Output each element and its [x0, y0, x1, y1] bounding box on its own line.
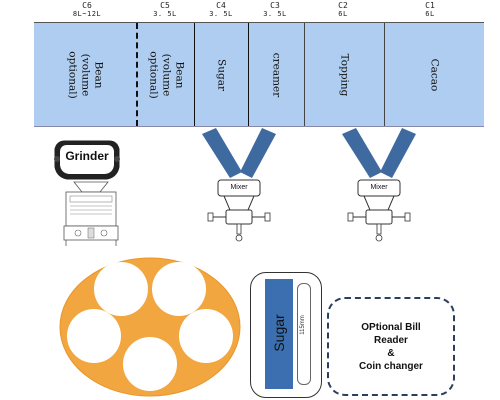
divider: [304, 23, 305, 126]
cup-slot: [179, 309, 233, 363]
payment-line3: &: [387, 348, 395, 359]
header-capacity: 8L~12L: [72, 10, 102, 18]
sugar-dispenser: Sugar 115mm: [250, 272, 322, 398]
hopper-c1-cacao: Cacao: [384, 23, 484, 126]
header-capacity: 6L: [425, 10, 435, 18]
payment-device-label: OPtional Bill Reader & Coin changer: [329, 321, 453, 373]
hopper-c2-topping: Topping: [304, 23, 384, 126]
hopper-c4-sugar: Sugar: [194, 23, 248, 126]
divider: [384, 23, 385, 126]
header-c1: C1 6L: [390, 2, 470, 19]
header-c3: C3 3. 5L: [248, 2, 302, 19]
sugar-dimension: 115mm: [300, 315, 306, 335]
mixer-1-label: Mixer: [230, 184, 248, 191]
header-code: C5: [160, 1, 170, 10]
grinder-machine-drawing: [63, 181, 119, 246]
chute-left: [342, 128, 382, 178]
cup-slot: [152, 262, 206, 316]
header-divider: [34, 22, 484, 23]
header-code: C6: [82, 1, 92, 10]
payment-line2: Reader: [374, 335, 408, 346]
hopper-label: creamer: [270, 52, 283, 97]
cup-slot: [123, 337, 177, 391]
header-capacity: 3. 5L: [263, 10, 287, 18]
header-code: C2: [338, 1, 348, 10]
grinder-icon: [54, 140, 120, 180]
header-capacity: 3. 5L: [209, 10, 233, 18]
sugar-column: [265, 279, 293, 389]
hopper-c3-creamer: creamer: [248, 23, 304, 126]
chute-left: [202, 128, 242, 178]
payment-line1: OPtional Bill: [361, 322, 421, 333]
cup-tray: [59, 257, 241, 397]
mixer-2-label: Mixer: [370, 184, 388, 191]
hopper-label: Topping: [338, 53, 351, 96]
sugar-gauge: [297, 283, 311, 385]
grinder-label: Grinder: [65, 149, 109, 163]
header-c5: C5 3. 5L: [137, 2, 193, 19]
header-capacity: 3. 5L: [153, 10, 177, 18]
mixer-1: [202, 128, 276, 242]
header-code: C4: [216, 1, 226, 10]
payment-device-box: OPtional Bill Reader & Coin changer: [327, 297, 455, 396]
cup-slot: [94, 262, 148, 316]
header-row: C6 8L~12L C5 3. 5L C4 3. 5L C3 3. 5L C2 …: [34, 2, 482, 22]
header-c6: C6 8L~12L: [52, 2, 122, 19]
divider-dashed: [136, 23, 138, 126]
cup-slot: [67, 309, 121, 363]
divider: [194, 23, 195, 126]
hopper-label: Cacao: [428, 58, 441, 91]
payment-line4: Coin changer: [359, 361, 423, 372]
header-capacity: 6L: [338, 10, 348, 18]
divider: [248, 23, 249, 126]
header-code: C3: [270, 1, 280, 10]
header-c4: C4 3. 5L: [194, 2, 248, 19]
chute-right: [380, 128, 416, 178]
mixer-2: [342, 128, 416, 242]
chute-right: [240, 128, 276, 178]
hopper-label: Sugar: [215, 58, 228, 91]
header-code: C1: [425, 1, 435, 10]
grinder-badge: Grinder: [51, 137, 123, 181]
header-c2: C2 6L: [306, 2, 380, 19]
sugar-column-label: Sugar: [271, 314, 287, 352]
